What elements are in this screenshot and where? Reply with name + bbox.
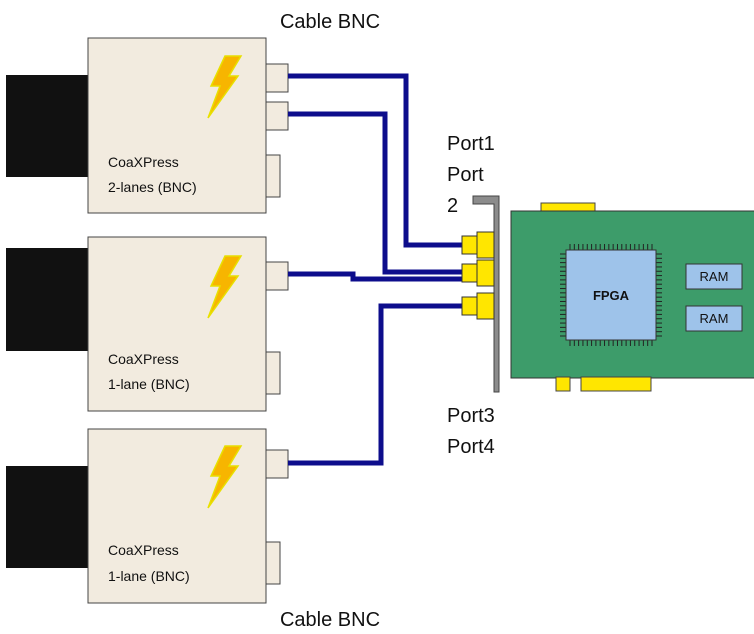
lightning-icon xyxy=(207,255,243,319)
camera-1-body xyxy=(87,37,267,214)
port2-label-line2: 2 xyxy=(447,195,458,217)
camera-3-body xyxy=(87,428,267,604)
bnc-port-4-base xyxy=(476,292,495,320)
camera-3-connector xyxy=(265,541,281,585)
camera-2-label-line2: 1-lane (BNC) xyxy=(108,376,190,392)
camera-2-label-line1: CoaXPress xyxy=(108,351,179,367)
fpga-pins xyxy=(560,244,662,346)
camera-2-body xyxy=(87,236,267,412)
camera-2-lens xyxy=(6,248,88,351)
ram-chip-2-label: RAM xyxy=(700,311,729,326)
cables-lower xyxy=(288,271,462,466)
camera-2-connector xyxy=(265,351,281,395)
camera-3-lens xyxy=(6,466,88,568)
lightning-icon xyxy=(207,445,243,509)
camera-3-label-line2: 1-lane (BNC) xyxy=(108,568,190,584)
bnc-port-1-base xyxy=(476,231,495,259)
bracket-assembly xyxy=(461,195,500,393)
board-edge-key xyxy=(555,376,571,392)
bnc-port-1 xyxy=(461,235,478,255)
cables xyxy=(288,73,462,275)
camera-1-label-line1: CoaXPress xyxy=(108,154,179,170)
camera-2: CoaXPress 1-lane (BNC) xyxy=(6,236,289,412)
port3-label: Port3 xyxy=(447,405,495,427)
cable-label-top: Cable BNC xyxy=(280,11,380,33)
fpga-label: FPGA xyxy=(593,288,630,303)
camera-2-port xyxy=(265,261,289,291)
ram-chip-1-label: RAM xyxy=(700,269,729,284)
board-edge-fingers xyxy=(580,376,652,392)
cable-1 xyxy=(288,73,462,248)
camera-1-port-a xyxy=(265,63,289,93)
camera-3-label-line1: CoaXPress xyxy=(108,542,179,558)
cable-3-path xyxy=(288,271,462,282)
camera-1-lens xyxy=(6,75,88,177)
pci-bracket xyxy=(472,195,500,393)
ram-chip-2 xyxy=(685,305,743,332)
port1-label: Port1 xyxy=(447,133,495,155)
cable-4 xyxy=(288,303,462,466)
bnc-port-4 xyxy=(461,296,478,316)
camera-1-connector xyxy=(265,154,281,198)
port2-label-line1: Port xyxy=(447,164,484,186)
ram-chip-1 xyxy=(685,263,743,290)
camera-1-port-b xyxy=(265,101,289,131)
lightning-icon xyxy=(207,55,243,119)
camera-3-port xyxy=(265,449,289,479)
cable-label-bottom: Cable BNC xyxy=(280,609,380,631)
bnc-port-2-base xyxy=(476,259,495,287)
fpga-chip xyxy=(565,249,657,341)
camera-1: CoaXPress 2-lanes (BNC) xyxy=(6,37,289,214)
camera-1-label-line2: 2-lanes (BNC) xyxy=(108,179,197,195)
cable-2 xyxy=(288,111,462,275)
camera-3: CoaXPress 1-lane (BNC) xyxy=(6,428,289,604)
frame-grabber-board: FPGA RAM RAM xyxy=(510,202,754,392)
port4-label: Port4 xyxy=(447,436,495,458)
